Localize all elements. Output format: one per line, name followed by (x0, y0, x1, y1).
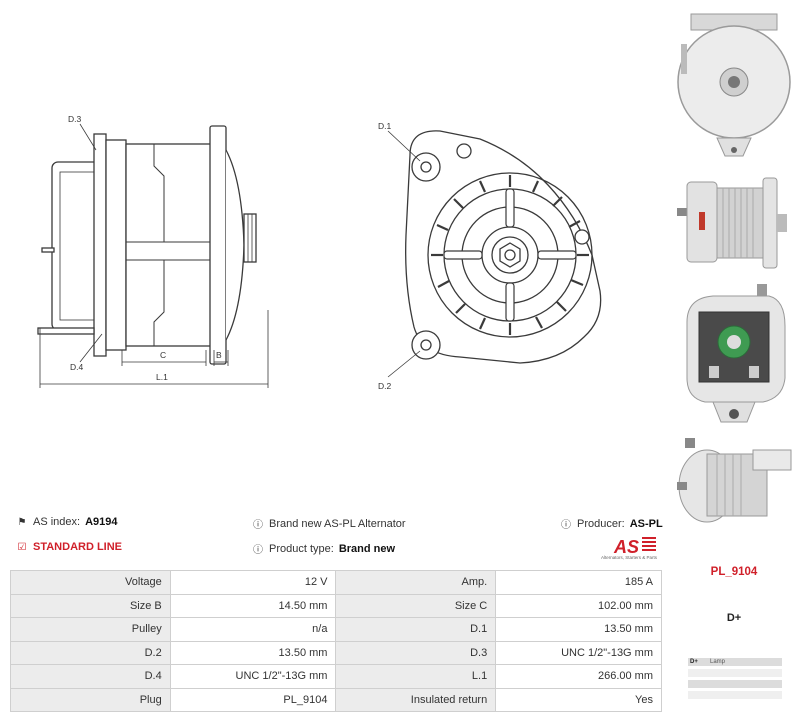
checkbox-icon: ☑ (17, 541, 27, 553)
spec-value: 13.50 mm (169, 640, 337, 665)
alternator-top-view-photo (677, 13, 791, 157)
spec-value: UNC 1/2"-13G mm (169, 664, 337, 689)
spec-key: Insulated return (335, 687, 497, 712)
svg-text:D.2: D.2 (378, 381, 392, 391)
front-view-drawing: D.1 D.2 (378, 121, 602, 391)
spec-key: Pulley (10, 617, 171, 642)
alternator-rear-view-photo (686, 284, 786, 423)
as-index-label: AS index: (33, 516, 81, 528)
info-icon: ⓘ (561, 520, 571, 531)
terminal-label: D+ (726, 612, 742, 624)
producer-label: Producer: (577, 517, 625, 530)
pin-description: Lamp (710, 659, 726, 665)
spec-value: PL_9104 (169, 687, 337, 712)
logo-tagline: Alternators, Starters & Parts (600, 555, 658, 560)
spec-key: Voltage (10, 570, 171, 595)
spec-value: 12 V (169, 570, 337, 595)
pin-row (688, 669, 782, 677)
spec-key: D.4 (10, 664, 171, 689)
as-index-value: A9194 (85, 516, 118, 528)
producer-row: ⓘ Producer: AS-PL (560, 516, 663, 532)
spec-key: Amp. (335, 570, 497, 595)
svg-text:D.4: D.4 (70, 362, 84, 372)
spec-value: 14.50 mm (169, 593, 337, 618)
pin-row (688, 680, 782, 688)
info-icon: ⓘ (253, 520, 263, 531)
plug-code[interactable]: PL_9104 (710, 566, 758, 578)
tag-icon: ⚑ (17, 516, 27, 528)
brand-new-row: ⓘ Brand new AS-PL Alternator (252, 516, 406, 532)
spec-key: D.2 (10, 640, 171, 665)
spec-value: 185 A (495, 570, 662, 595)
info-icon: ⓘ (253, 545, 263, 556)
alternator-side-view-photo (677, 177, 787, 269)
as-pl-logo: AS (613, 537, 656, 557)
svg-text:D.3: D.3 (68, 114, 82, 124)
spec-value: 266.00 mm (495, 664, 662, 689)
spec-key: D.3 (335, 640, 497, 665)
spec-value: 13.50 mm (495, 617, 662, 642)
spec-key: L.1 (335, 664, 497, 689)
svg-text:B: B (216, 350, 222, 360)
brand-new-text: Brand new AS-PL Alternator (269, 517, 406, 530)
as-index-row: ⚑ AS index: A9194 (16, 516, 118, 528)
product-type-row: ⓘ Product type: Brand new (252, 541, 396, 557)
spec-key: D.1 (335, 617, 497, 642)
pin-row: D+ Lamp (688, 658, 782, 666)
svg-text:L.1: L.1 (156, 372, 168, 382)
product-type-value: Brand new (338, 542, 396, 555)
svg-text:D.1: D.1 (378, 121, 392, 131)
alternator-angled-view-photo (677, 438, 792, 523)
producer-value: AS-PL (629, 517, 663, 530)
pin-assignment-table: D+ Lamp (688, 658, 782, 702)
spec-value: n/a (169, 617, 337, 642)
standard-line-label: STANDARD LINE (33, 541, 123, 553)
spec-key: Size C (335, 593, 497, 618)
logo-text: AS (613, 537, 639, 557)
side-view-drawing: D.3 D.4 C B L.1 (37, 114, 269, 388)
spec-value: UNC 1/2"-13G mm (495, 640, 662, 665)
pin-name: D+ (690, 659, 698, 665)
spec-value: Yes (495, 687, 662, 712)
svg-text:C: C (160, 350, 166, 360)
product-type-label: Product type: (269, 542, 334, 555)
spec-value: 102.00 mm (495, 593, 662, 618)
standard-line-row: ☑ STANDARD LINE (16, 541, 123, 553)
spec-key: Plug (10, 687, 171, 712)
spec-key: Size B (10, 593, 171, 618)
pin-row (688, 691, 782, 699)
